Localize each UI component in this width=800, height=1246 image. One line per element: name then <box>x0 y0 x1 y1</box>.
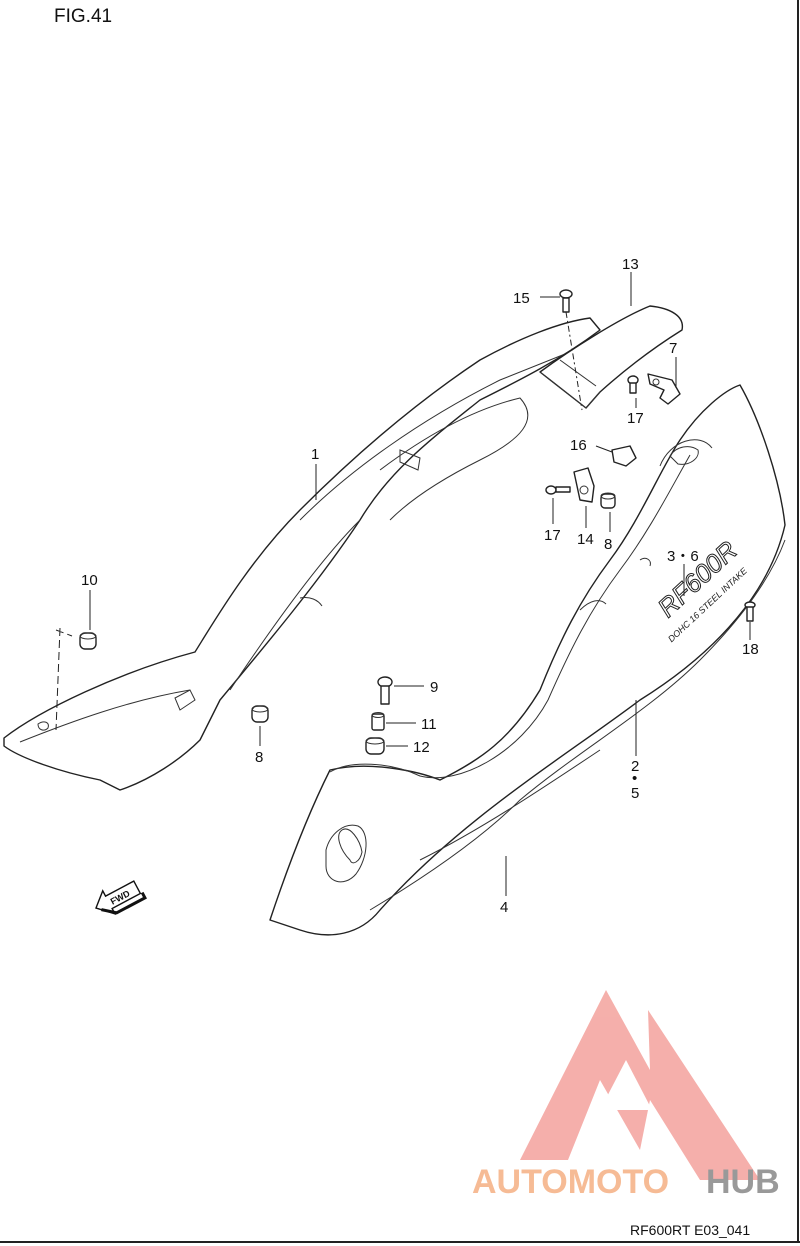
callout-2: 2 <box>631 758 639 775</box>
logo-mark <box>520 990 760 1180</box>
part-8-grommet-left <box>251 705 269 723</box>
callout-17-mid: 17 <box>544 527 561 544</box>
part-15-screw <box>559 289 583 411</box>
part-16-clip <box>611 445 637 467</box>
callout-9: 9 <box>430 679 438 696</box>
part-13-tail-cover <box>539 305 684 409</box>
part-12-cushion <box>365 737 385 755</box>
callout-1: 1 <box>311 446 319 463</box>
callout-17-top: 17 <box>627 410 644 427</box>
callout-7: 7 <box>669 340 677 357</box>
fwd-arrow: FWD <box>95 880 147 915</box>
part-14-bracket <box>573 467 595 503</box>
callout-4: 4 <box>500 899 508 916</box>
callout-5: 5 <box>631 785 639 802</box>
watermark-text-1: AUTOMOTO <box>472 1163 669 1201</box>
callout-13: 13 <box>622 256 639 273</box>
figure-code: RF600RT E03_041 <box>630 1222 750 1238</box>
part-17-screw-top <box>627 375 639 394</box>
part-9-screw <box>377 676 393 705</box>
callouts: 1 2 • 5 3・6 4 7 8 8 9 10 11 12 13 14 15 … <box>81 256 759 916</box>
callout-15: 15 <box>513 290 530 307</box>
callout-2-dot: • <box>632 770 637 787</box>
part-18-bolt <box>744 601 756 622</box>
watermark-logo: AUTOMOTO HUB <box>472 990 780 1201</box>
callout-18: 18 <box>742 641 759 658</box>
callout-8-left: 8 <box>255 749 263 766</box>
callout-10: 10 <box>81 572 98 589</box>
callout-12: 12 <box>413 739 430 756</box>
part-8-grommet-right <box>600 492 616 509</box>
part-11-collar <box>371 712 385 731</box>
watermark-text-2: HUB <box>706 1163 780 1201</box>
leader-lines <box>89 272 751 896</box>
part-7-bracket <box>647 373 681 405</box>
part-17-screw-mid <box>545 485 571 495</box>
callout-16: 16 <box>570 437 587 454</box>
figure-title: FIG.41 <box>54 6 112 27</box>
callout-8-right: 8 <box>604 536 612 553</box>
callout-11: 11 <box>421 716 437 733</box>
part-10-grommet <box>55 627 97 731</box>
callout-3-6: 3・6 <box>667 548 699 565</box>
callout-14: 14 <box>577 531 594 548</box>
part-1-frame-cover <box>3 317 601 791</box>
